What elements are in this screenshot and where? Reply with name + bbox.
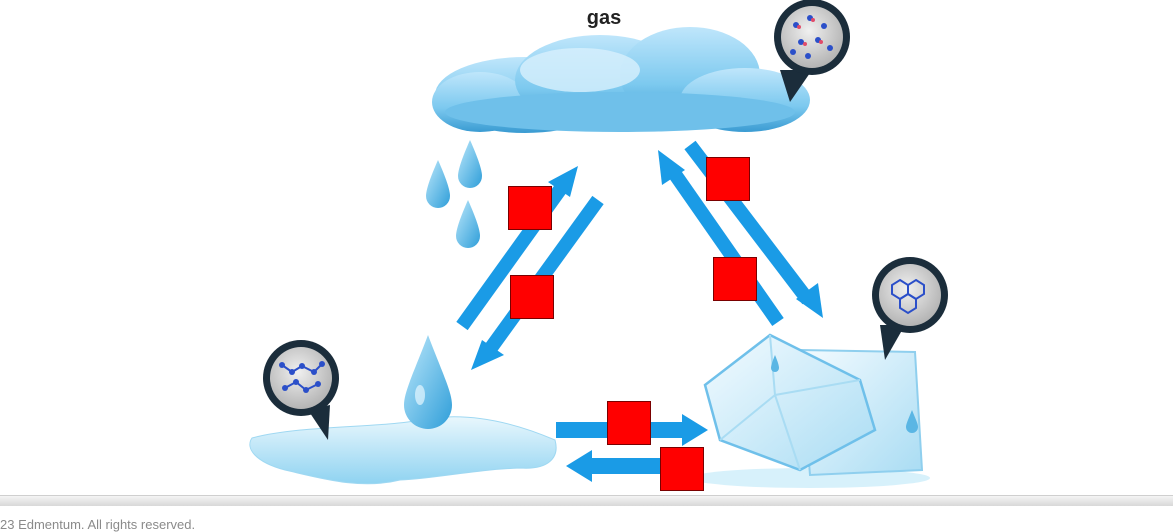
- drop-box-gas-to-liquid[interactable]: [510, 275, 554, 319]
- arrow-solid-to-liquid-head: [566, 450, 592, 482]
- water-drop-icon: [404, 335, 452, 429]
- drop-box-liquid-to-solid[interactable]: [607, 401, 651, 445]
- water-puddle-icon: [249, 416, 557, 485]
- arrow-solid-to-gas-head: [658, 150, 685, 185]
- liquid-molecules-pin-icon: [263, 340, 339, 440]
- drop-box-liquid-to-gas[interactable]: [508, 186, 552, 230]
- rain-drops-icon: [426, 140, 482, 248]
- phase-change-diagram: gas: [249, 0, 948, 488]
- arrow-liquid-to-solid-head: [682, 414, 708, 446]
- drop-box-solid-to-liquid[interactable]: [660, 447, 704, 491]
- arrow-solid-to-gas: [666, 165, 784, 327]
- arrow-gas-to-solid-head: [796, 283, 823, 318]
- drop-box-solid-to-gas[interactable]: [706, 157, 750, 201]
- drop-box-gas-to-solid[interactable]: [713, 257, 757, 301]
- gas-label: gas: [587, 7, 621, 29]
- arrow-liquid-to-gas-head: [548, 166, 578, 197]
- solid-molecules-pin-icon: [872, 257, 948, 360]
- arrow-gas-to-liquid-head: [471, 340, 504, 370]
- gas-molecules-pin-icon: [774, 0, 850, 102]
- footer-bar: [0, 495, 1173, 506]
- copyright-text: 23 Edmentum. All rights reserved.: [0, 517, 196, 532]
- cloud-icon: [432, 27, 810, 133]
- ice-cubes-icon: [690, 333, 930, 488]
